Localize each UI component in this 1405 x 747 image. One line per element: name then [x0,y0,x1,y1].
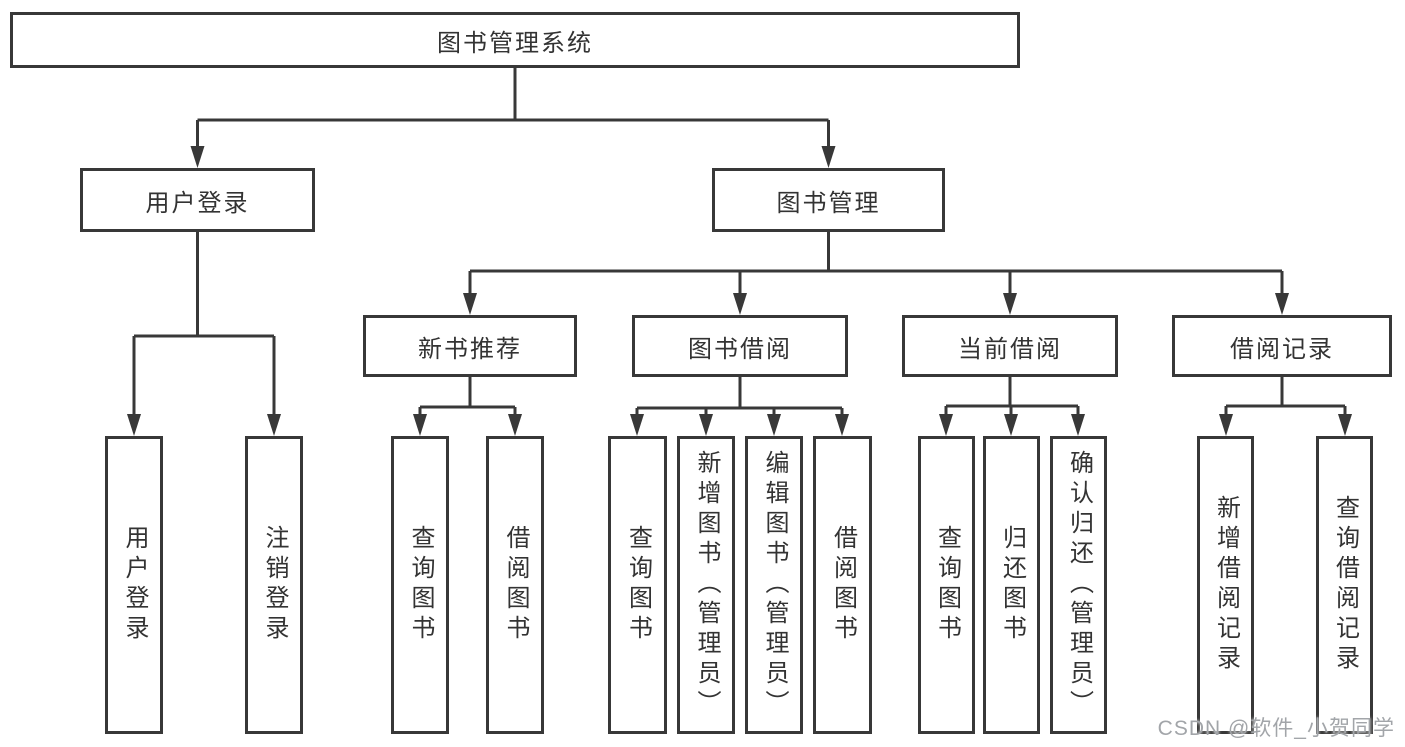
node-book-borrow-label: 图书借阅 [688,335,792,363]
leaf-borrow-books-1-label: 借阅图书 [502,525,529,645]
leaf-logout-label: 注销登录 [261,525,288,645]
node-book-management-label: 图书管理 [776,189,881,217]
leaf-query-books-3: 查询图书 [918,436,975,734]
leaf-query-books-1: 查询图书 [391,436,449,734]
leaf-user-login: 用户登录 [105,436,163,734]
node-current-borrow-label: 当前借阅 [958,335,1062,363]
node-borrow-records: 借阅记录 [1172,315,1392,377]
leaf-logout: 注销登录 [245,436,303,734]
node-current-borrow: 当前借阅 [902,315,1118,377]
leaf-return-book-label: 归还图书 [998,525,1026,645]
node-borrow-records-label: 借阅记录 [1230,335,1334,363]
node-new-book-recommend: 新书推荐 [363,315,577,377]
leaf-confirm-return-admin-label: 确认归还（管理员） [1065,450,1093,720]
leaf-query-books-2-label: 查询图书 [624,525,652,645]
leaf-add-borrow-record: 新增借阅记录 [1197,436,1254,734]
leaf-query-books-2: 查询图书 [608,436,667,734]
leaf-borrow-books-2: 借阅图书 [813,436,872,734]
node-new-book-recommend-label: 新书推荐 [418,335,522,363]
leaf-add-book-admin: 新增图书（管理员） [677,436,735,734]
node-book-borrow: 图书借阅 [632,315,848,377]
node-book-management: 图书管理 [712,168,945,232]
leaf-borrow-books-2-label: 借阅图书 [829,525,857,645]
leaf-query-borrow-record: 查询借阅记录 [1316,436,1373,734]
node-user-login: 用户登录 [80,168,315,232]
leaf-borrow-books-1: 借阅图书 [486,436,544,734]
csdn-watermark: CSDN @软件_小贺同学 [1157,717,1395,740]
node-root-label: 图书管理系统 [437,29,593,57]
node-root: 图书管理系统 [10,12,1020,68]
leaf-query-books-1-label: 查询图书 [407,525,434,645]
leaf-add-book-admin-label: 新增图书（管理员） [693,450,720,720]
leaf-query-books-3-label: 查询图书 [933,525,961,645]
leaf-edit-book-admin-label: 编辑图书（管理员） [761,450,788,720]
leaf-return-book: 归还图书 [983,436,1040,734]
leaf-user-login-label: 用户登录 [121,525,148,645]
node-user-login-label: 用户登录 [145,189,250,217]
leaf-edit-book-admin: 编辑图书（管理员） [745,436,803,734]
leaf-confirm-return-admin: 确认归还（管理员） [1050,436,1107,734]
leaf-add-borrow-record-label: 新增借阅记录 [1212,495,1240,675]
leaf-query-borrow-record-label: 查询借阅记录 [1331,495,1359,675]
